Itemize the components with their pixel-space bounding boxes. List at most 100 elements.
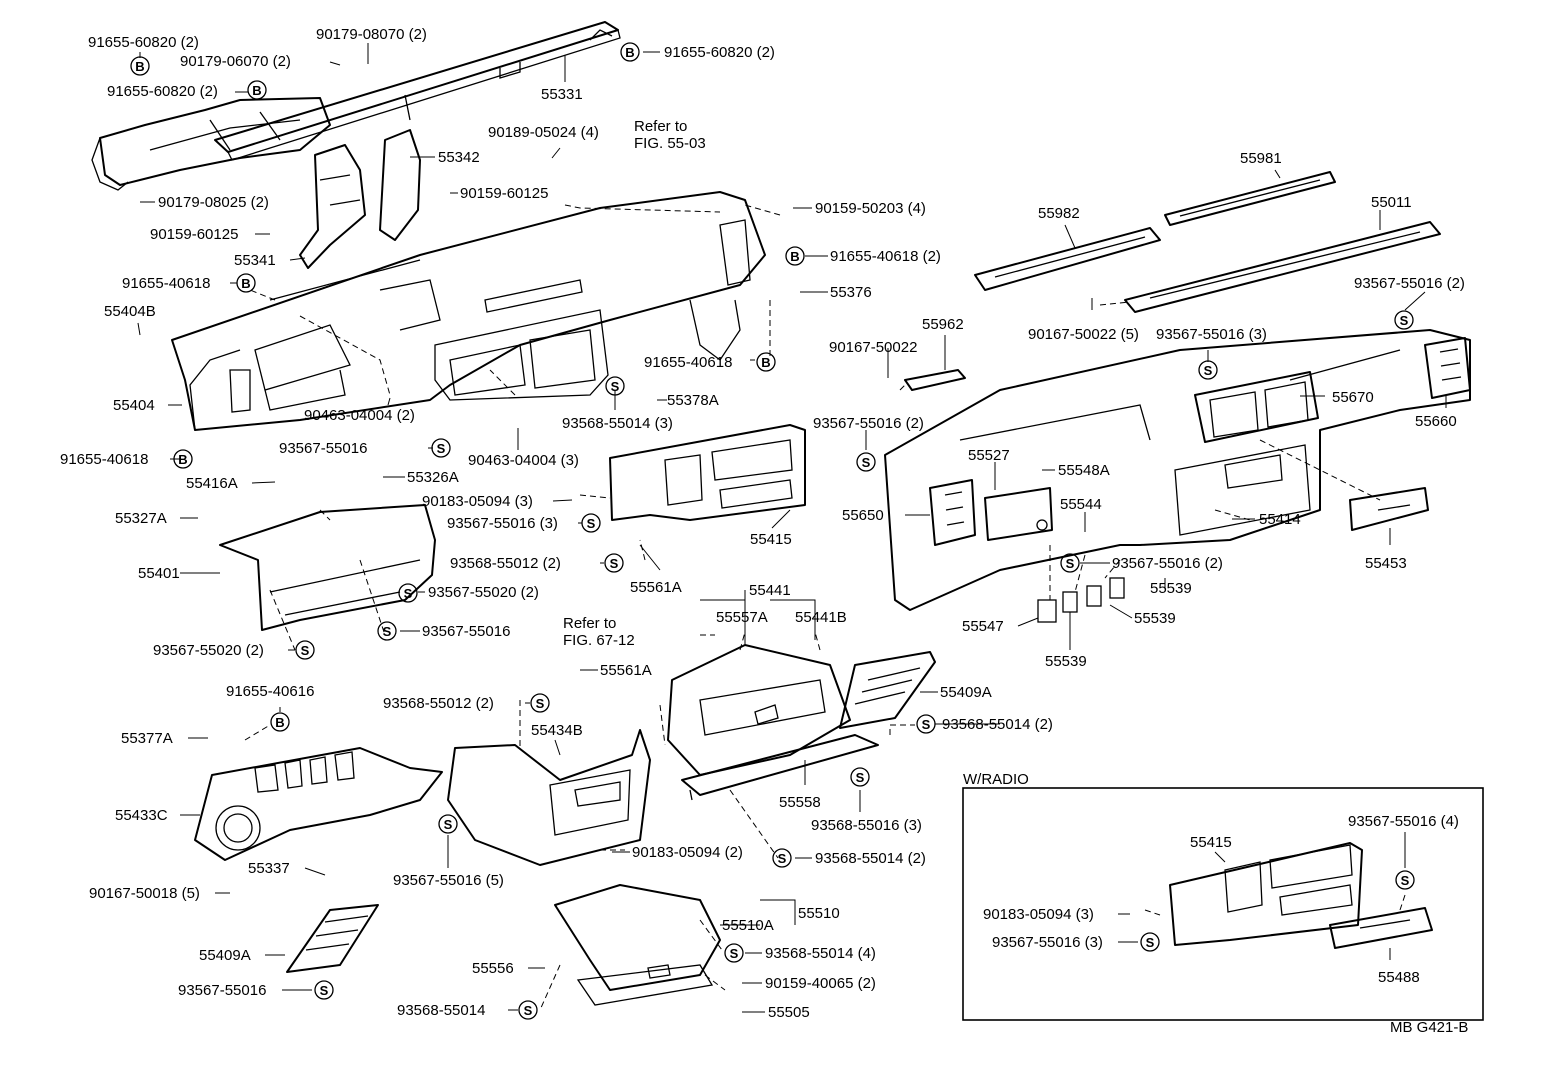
center-vents-55670 [1194, 371, 1319, 443]
vent-55409a-lower [286, 904, 379, 973]
label-90183-05094: 90183-05094 (3) [983, 906, 1094, 923]
label-91655-40618: 91655-40618 (2) [830, 248, 941, 265]
label-55414: 55414 [1259, 511, 1301, 528]
label-90463-04004: 90463-04004 (2) [304, 407, 415, 424]
svg-text:S: S [404, 586, 413, 601]
label-90179-08025: 90179-08025 (2) [158, 194, 269, 211]
label-93567-55016: 93567-55016 (5) [393, 872, 504, 889]
symbol-b: B [756, 352, 776, 372]
label-91655-60820: 91655-60820 (2) [107, 83, 218, 100]
switch-blanks-55539 [1037, 577, 1125, 623]
label-90179-08070: 90179-08070 (2) [316, 26, 427, 43]
label-90167-50018: 90167-50018 (5) [89, 885, 200, 902]
svg-text:B: B [241, 276, 250, 291]
symbol-s: S [1395, 870, 1415, 890]
label-55327a: 55327A [115, 510, 167, 527]
label-93567-55016: 93567-55016 (3) [447, 515, 558, 532]
label-93567-55020: 93567-55020 (2) [428, 584, 539, 601]
svg-text:S: S [1401, 873, 1410, 888]
ashtray-55962 [904, 369, 966, 391]
air-duct-left [91, 97, 331, 191]
label-55341: 55341 [234, 252, 276, 269]
inset-frame [962, 787, 1484, 1021]
label-55505: 55505 [768, 1004, 810, 1021]
label-55404b: 55404B [104, 303, 156, 320]
svg-text:S: S [524, 1003, 533, 1018]
label-fig-55-03: FIG. 55-03 [634, 135, 706, 152]
symbol-s: S [604, 553, 624, 573]
label-90159-50203: 90159-50203 (4) [815, 200, 926, 217]
label-93567-55016: 93567-55016 (2) [813, 415, 924, 432]
svg-text:S: S [320, 983, 329, 998]
label-91655-60820: 91655-60820 (2) [88, 34, 199, 51]
symbol-b: B [270, 712, 290, 732]
label-91655-40618: 91655-40618 [644, 354, 732, 371]
cluster-hood-55401 [219, 504, 436, 631]
label-55556: 55556 [472, 960, 514, 977]
side-vent-55660 [1424, 337, 1471, 399]
label-93567-55016: 93567-55016 (2) [1112, 555, 1223, 572]
label-55409a: 55409A [940, 684, 992, 701]
symbol-s: S [431, 438, 451, 458]
label-55561a: 55561A [600, 662, 652, 679]
label-55378a: 55378A [667, 392, 719, 409]
svg-text:B: B [252, 83, 261, 98]
defroster-nozzle-55982 [974, 227, 1161, 291]
label-55441b: 55441B [795, 609, 847, 626]
symbol-s: S [772, 848, 792, 868]
label-93567-55016: 93567-55016 [422, 623, 510, 640]
symbol-s: S [438, 814, 458, 834]
label-93567-55016: 93567-55016 (4) [1348, 813, 1459, 830]
label-90183-05094: 90183-05094 (2) [632, 844, 743, 861]
defroster-nozzle-55981 [1164, 171, 1336, 226]
cluster-finish-panel-55415 [609, 424, 806, 521]
svg-text:S: S [778, 851, 787, 866]
label-93568-55014: 93568-55014 (2) [942, 716, 1053, 733]
svg-text:S: S [856, 770, 865, 785]
symbol-s: S [605, 376, 625, 396]
label-55660: 55660 [1415, 413, 1457, 430]
label-55982: 55982 [1038, 205, 1080, 222]
symbol-b: B [130, 56, 150, 76]
label-93567-55016: 93567-55016 [178, 982, 266, 999]
label-90463-04004: 90463-04004 (3) [468, 452, 579, 469]
svg-text:S: S [1204, 363, 1213, 378]
svg-text:S: S [730, 946, 739, 961]
instrument-panel-right [884, 329, 1471, 611]
label-91655-40618: 91655-40618 [122, 275, 210, 292]
symbol-b: B [173, 449, 193, 469]
bracket-55342 [379, 94, 421, 241]
leader-lines [137, 43, 1447, 1013]
symbol-s: S [314, 980, 334, 1000]
label-91655-60820: 91655-60820 (2) [664, 44, 775, 61]
glove-box-55510 [554, 884, 721, 1006]
assembly-lines [244, 204, 1406, 1011]
svg-text:S: S [1146, 935, 1155, 950]
label-55962: 55962 [922, 316, 964, 333]
svg-text:S: S [301, 643, 310, 658]
label-93568-55014: 93568-55014 [397, 1002, 485, 1019]
symbol-s: S [916, 714, 936, 734]
symbol-s: S [530, 693, 550, 713]
label-55409a: 55409A [199, 947, 251, 964]
svg-text:S: S [922, 717, 931, 732]
svg-text:B: B [178, 452, 187, 467]
svg-text:S: S [437, 441, 446, 456]
callout-symbols: B B B B B B B B S S S S S S S S S S S S … [130, 42, 1415, 1020]
label-55404: 55404 [113, 397, 155, 414]
label-55539: 55539 [1134, 610, 1176, 627]
label-93567-55016: 93567-55016 [279, 440, 367, 457]
symbol-s: S [295, 640, 315, 660]
label-55401: 55401 [138, 565, 180, 582]
label-55558: 55558 [779, 794, 821, 811]
symbol-s: S [581, 513, 601, 533]
label-55539: 55539 [1150, 580, 1192, 597]
label-55981: 55981 [1240, 150, 1282, 167]
label-90159-40065: 90159-40065 (2) [765, 975, 876, 992]
label-refer-to: Refer to [634, 118, 687, 135]
reinforcement-bar-55331 [214, 21, 621, 161]
instrument-panel-55404 [171, 191, 766, 431]
glove-box-door-55441 [667, 644, 851, 776]
label-90179-06070: 90179-06070 (2) [180, 53, 291, 70]
